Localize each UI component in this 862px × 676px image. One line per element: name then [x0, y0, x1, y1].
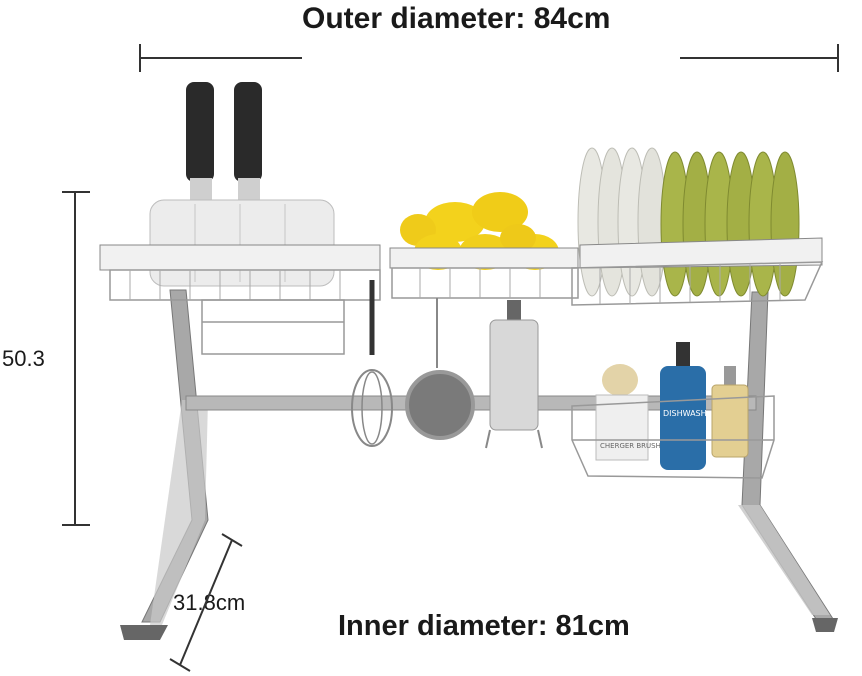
plate-rack [577, 147, 800, 297]
strainer [405, 298, 475, 440]
utensil-holder [201, 299, 345, 355]
outer-diameter-label: Outer diameter: 84cm [302, 2, 611, 35]
soap-bottle: DISHWASH [660, 342, 707, 470]
sponge-brush: CHERGER BRUSH [595, 364, 661, 461]
grater [485, 300, 543, 449]
knife-holder [186, 82, 262, 208]
bottle-label: DISHWASH [663, 409, 707, 418]
inner-diameter-label: Inner diameter: 81cm [338, 610, 630, 642]
top-rack [99, 237, 824, 306]
outer-dimension-line [139, 44, 839, 72]
lotion-bottle [711, 366, 749, 458]
depth-dimension-line [169, 533, 243, 672]
height-label: 50.3 [2, 346, 45, 371]
whisk [351, 280, 393, 447]
rack-frame [120, 289, 838, 640]
height-dimension-line [62, 191, 90, 526]
bowl-stack [149, 199, 335, 287]
brush-label: CHERGER BRUSH [600, 442, 661, 450]
bottom-basket [571, 395, 775, 479]
